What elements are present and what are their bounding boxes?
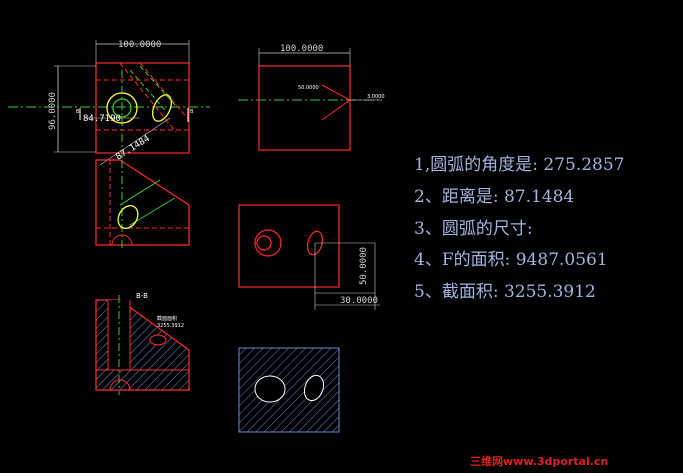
section-view: B-B 截面面积 3255.3912 [95,292,190,395]
diagonal-dimension: 87.1484 [114,134,151,163]
top-arc [117,205,139,229]
front-arc-outer [106,92,138,124]
watermark: 三维网www.3dportal.cn [470,454,608,468]
front-arc-inner [112,98,132,118]
arc-dimension: 84.7190 [83,114,121,124]
top-view [95,159,190,250]
area-hatch [238,347,340,433]
note-1: 1,圆弧的角度是: 275.2857 [414,155,624,175]
side-width-dimension: 100.0000 [280,44,323,54]
notes-panel: 1,圆弧的角度是: 275.2857 2、距离是: 87.1484 3、圆弧的尺… [414,155,624,302]
section-note-line1: 截面面积 [157,315,177,322]
side-outline [258,65,351,151]
area-view [238,347,340,433]
face-height-dimension: 50.0000 [359,247,369,285]
note-3: 3、圆弧的尺寸: [414,219,533,239]
section-mark-left: B [76,109,80,115]
front-view: 100.0000 96.0000 84.7190 87.1484 B B [8,40,210,166]
front-width-dimension: 100.0000 [118,40,161,50]
face-width-dimension: 30.0000 [340,296,378,306]
front-outline [95,62,190,154]
section-label: B-B [136,292,148,300]
note-2: 2、距离是: 87.1484 [414,187,574,207]
section-note-line2: 3255.3912 [157,323,184,329]
front-ellipse [151,94,173,122]
side-view: 100.0000 50.0000 3.0000 [238,44,385,151]
face-view: 50.0000 30.0000 [238,204,380,310]
top-outline [95,159,190,246]
note-5: 5、截面积: 3255.3912 [414,282,596,302]
face-outline [238,204,340,288]
section-mark-right: B [190,109,194,115]
side-small-dimension: 3.0000 [367,94,385,100]
note-4: 4、F的面积: 9487.0561 [414,250,608,270]
front-height-dimension: 96.0000 [48,92,58,130]
side-angle-dimension: 50.0000 [298,85,319,91]
